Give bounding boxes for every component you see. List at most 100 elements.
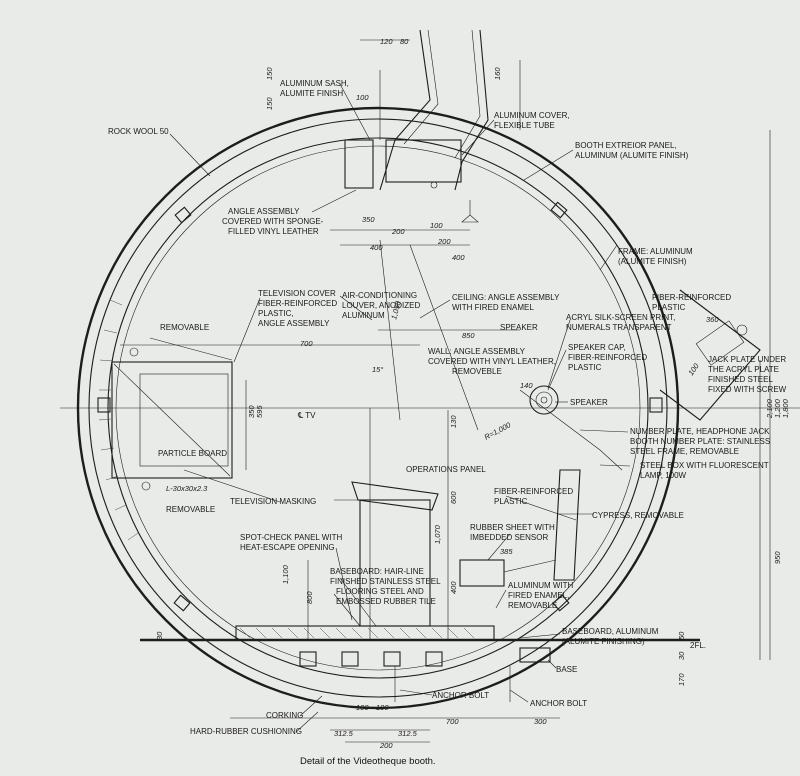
label-baseboard: BASEBOARD: HAIR-LINE <box>330 567 424 576</box>
label-jack-acryl: THE ACRYL PLATE <box>708 365 779 374</box>
dim-30-right: 30 <box>677 651 686 660</box>
dim-400-top: 400 <box>370 243 383 252</box>
label-aircon: AIR-CONDITIONING <box>342 291 417 300</box>
floor-assembly <box>140 625 700 702</box>
label-base: BASE <box>556 665 577 674</box>
dim-100-sash: 100 <box>356 93 369 102</box>
dim-350: 350 <box>362 215 375 224</box>
label-tv-centerline: ℄ TV <box>297 411 316 420</box>
tv-screen-frame <box>139 373 229 467</box>
dim-100-top: 100 <box>430 221 443 230</box>
dim-595: 595 <box>255 405 264 418</box>
dim-950: 950 <box>773 551 782 564</box>
label-speaker-cap: SPEAKER CAP, <box>568 343 626 352</box>
tv-cover <box>111 361 233 479</box>
label-angle-vinyl: FILLED VINYL LEATHER <box>228 227 319 236</box>
label-alumite-finish: ALUMITE FINISH <box>280 89 343 98</box>
dim-312-b: 312.5 <box>398 729 418 738</box>
dimension-lines <box>60 39 800 743</box>
rubber-tile-hatch <box>239 627 475 639</box>
dim-2100: 2,100 <box>765 398 774 419</box>
label-jack-screw: FIXED WITH SCREW <box>708 385 787 394</box>
dim-15-degrees: 15° <box>372 365 383 374</box>
dim-130: 130 <box>449 415 458 428</box>
dim-200-diag: 200 <box>437 237 451 246</box>
label-cypress: CYPRESS, REMOVABLE <box>592 511 684 520</box>
label-acryl: ACRYL SILK-SCREEN PRINT, <box>566 313 675 322</box>
label-wall: WALL: ANGLE ASSEMBLY <box>428 347 526 356</box>
label-steel-frame: STEEL FRAME, REMOVABLE <box>630 447 739 456</box>
seat-back <box>553 469 581 581</box>
label-steel-box: STEEL BOX WITH FLUORESCENT <box>640 461 769 470</box>
dim-385: 385 <box>500 547 513 556</box>
label-rubber-tile: EMBOSSED RUBBER TILE <box>336 597 436 606</box>
label-speaker-cap-plastic: PLASTIC <box>568 363 602 372</box>
label-booth-panel: BOOTH EXTREIOR PANEL, <box>575 141 677 150</box>
label-aircon-louver: LOUVER, ANODIZED <box>342 301 420 310</box>
dim-850: 850 <box>462 331 475 340</box>
dim-312-a: 312.5 <box>334 729 354 738</box>
label-frame: FRAME: ALUMINUM <box>618 247 693 256</box>
dim-400-diag: 400 <box>452 253 465 262</box>
dim-360: 360 <box>706 315 719 324</box>
dim-400-seat: 400 <box>449 581 458 594</box>
label-speaker-cap-frp: FIBER-REINFORCED <box>568 353 647 362</box>
label-operations-panel: OPERATIONS PANEL <box>406 465 486 474</box>
structural-ribs <box>97 201 663 612</box>
dim-50: 50 <box>677 631 686 640</box>
dim-100-bolt-b: 100 <box>376 703 389 712</box>
top-duct <box>344 29 521 223</box>
label-booth-panel-material: ALUMINUM (ALUMITE FINISH) <box>575 151 689 160</box>
label-tv-cover-angle: ANGLE ASSEMBLY <box>258 319 330 328</box>
dim-200: 200 <box>391 227 405 236</box>
label-speaker-top: SPEAKER <box>500 323 538 332</box>
label-enamel-removable: REMOVABLE <box>508 601 557 610</box>
label-spot-check: SPOT-CHECK PANEL WITH <box>240 533 342 542</box>
label-angle-covered: COVERED WITH SPONGE- <box>222 217 324 226</box>
dim-800: 800 <box>305 591 314 604</box>
dim-1200: 1,200 <box>773 398 782 418</box>
label-floor-level: 2FL. <box>690 641 706 650</box>
dim-100-jack: 100 <box>686 361 701 377</box>
label-corking: CORKING <box>266 711 303 720</box>
annotations: ALUMINUM SASH, ALUMITE FINISH ROCK WOOL … <box>108 79 787 736</box>
label-ceiling: CEILING: ANGLE ASSEMBLY <box>452 293 560 302</box>
label-anchor-bolt-1: ANCHOR BOLT <box>432 691 489 700</box>
label-heat-escape: HEAT-ESCAPE OPENING <box>240 543 335 552</box>
label-alumite-finishing: (ALUMITE FINISHING) <box>562 637 645 646</box>
label-anchor-bolt-2: ANCHOR BOLT <box>530 699 587 708</box>
dim-170: 170 <box>677 673 686 686</box>
label-sensor: IMBEDDED SENSOR <box>470 533 548 542</box>
label-frp-mid: FIBER-REINFORCED <box>494 487 573 496</box>
label-flooring: FLOORING STEEL AND <box>336 587 424 596</box>
label-tv-masking: TELEVISION MASKING <box>230 497 316 506</box>
acryl-plate-frame <box>659 289 761 421</box>
label-fluorescent: LAMP, 100W <box>640 471 687 480</box>
dim-120: 120 <box>380 37 393 46</box>
label-frp-mid-plastic: PLASTIC <box>494 497 528 506</box>
dim-100-bolt-a: 100 <box>356 703 369 712</box>
label-fired-enamel: FIRED ENAMEL, <box>508 591 569 600</box>
dim-150-bottom: 150 <box>265 97 274 110</box>
label-aircon-aluminum: ALUMINUM <box>342 311 385 320</box>
label-alum-enamel: ALUMINUM WITH <box>508 581 574 590</box>
dim-600: 600 <box>449 491 458 504</box>
label-frp-right-plastic: PLASTIC <box>652 303 686 312</box>
base-block <box>519 647 551 663</box>
label-removable-bottom: REMOVABLE <box>166 505 215 514</box>
label-speaker-right: SPEAKER <box>570 398 608 407</box>
dim-300: 300 <box>534 717 547 726</box>
label-acryl-numerals: NUMERALS TRANSPARENT <box>566 323 672 332</box>
label-jack-steel: FINISHED STEEL <box>708 375 773 384</box>
label-particle-board: PARTICLE BOARD <box>158 449 227 458</box>
dim-80: 80 <box>400 37 409 46</box>
label-ceiling-enamel: WITH FIRED ENAMEL <box>452 303 534 312</box>
dim-1100: 1,100 <box>281 564 290 584</box>
dim-700: 700 <box>300 339 313 348</box>
television-unit <box>111 337 233 491</box>
label-frame-finish: (ALUMITE FINISH) <box>618 257 687 266</box>
dim-30-left: 30 <box>155 631 164 640</box>
figure-caption: Detail of the Videotheque booth. <box>300 756 436 767</box>
label-hard-rubber: HARD-RUBBER CUSHIONING <box>190 727 302 736</box>
